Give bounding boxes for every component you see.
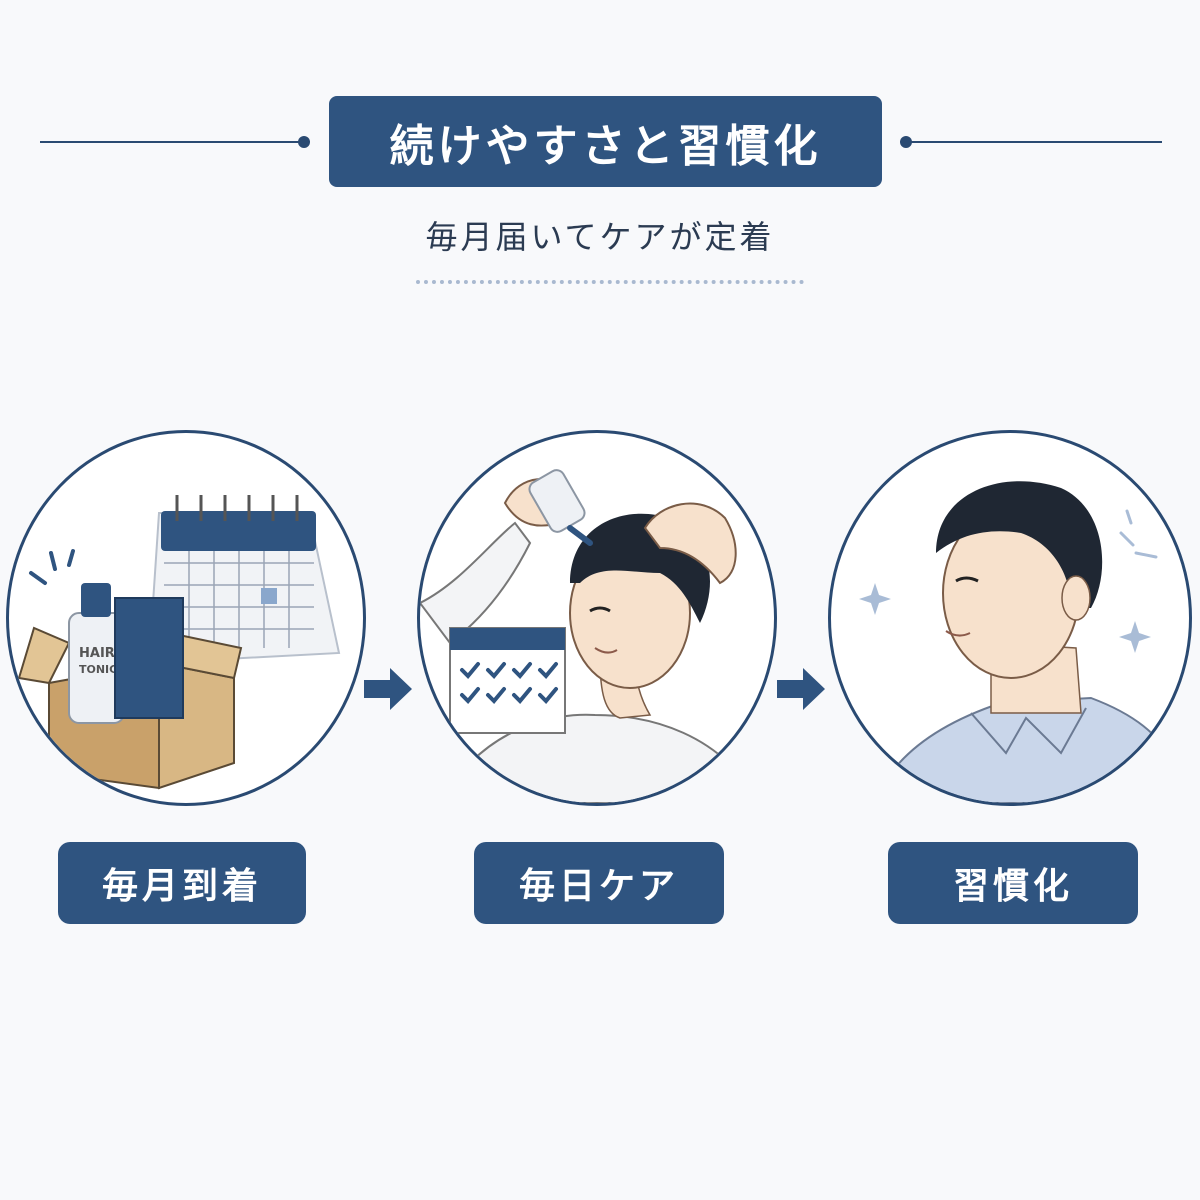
product-box-icon [114, 597, 184, 719]
step-2-label: 毎日ケア [474, 842, 724, 924]
arrow-right-icon [364, 668, 412, 710]
svg-text:TONIC: TONIC [79, 663, 117, 676]
sparkle-icon [29, 549, 75, 585]
sparkle-icon [1119, 621, 1151, 653]
sparkle-lines-icon [1119, 509, 1158, 559]
svg-text:HAIR: HAIR [79, 646, 115, 661]
step-3-illustration [828, 430, 1192, 806]
hair-tonic-bottle-icon: HAIR TONIC [68, 583, 125, 724]
sparkle-icon [859, 583, 891, 615]
calendar-icon [147, 495, 341, 665]
step-1-illustration: HAIR TONIC [6, 430, 366, 806]
header-line-left [40, 141, 302, 143]
header-line-right [906, 141, 1162, 143]
person-hair [936, 481, 1103, 608]
step-1-label: 毎月到着 [58, 842, 306, 924]
arrow-right-icon [777, 668, 825, 710]
checked-calendar-icon [449, 627, 566, 734]
header-dot-left [298, 136, 310, 148]
step-2-illustration [417, 430, 777, 806]
dotted-divider [416, 280, 804, 284]
step-3-label: 習慣化 [888, 842, 1138, 924]
page-subtitle: 毎月届いてケアが定着 [425, 218, 775, 256]
dropper-bottle-icon [528, 469, 593, 546]
page-title: 続けやすさと習慣化 [329, 96, 882, 187]
header-dot-right [900, 136, 912, 148]
